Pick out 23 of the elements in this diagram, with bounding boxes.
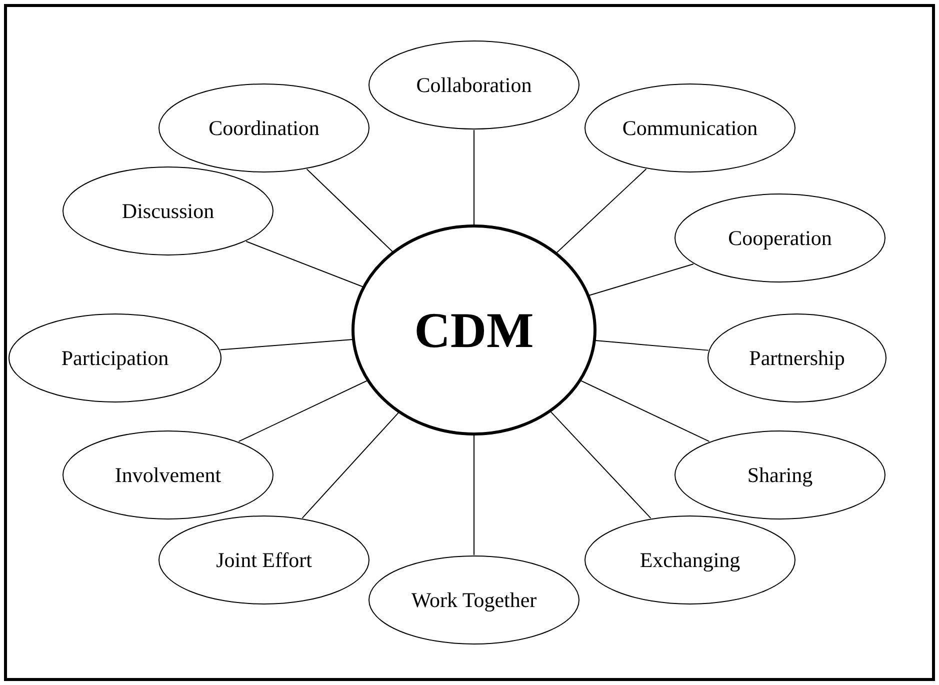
concept-label: Discussion: [122, 198, 214, 224]
connector-line: [306, 168, 394, 252]
central-label: CDM: [414, 301, 534, 359]
concept-label: Joint Effort: [216, 548, 312, 572]
concept-label: Exchanging: [640, 548, 740, 572]
connector-line: [594, 340, 709, 351]
concept-label: Collaboration: [416, 72, 532, 98]
concept-label: Participation: [61, 346, 169, 370]
connector-line: [550, 411, 652, 519]
connector-line: [238, 380, 368, 442]
concept-label: Sharing: [747, 462, 813, 488]
concept-label: Cooperation: [728, 226, 832, 250]
connector-line: [246, 240, 364, 288]
connector-line: [588, 264, 694, 296]
connector-line: [220, 338, 353, 350]
connector-line: [302, 412, 400, 519]
concept-label: Involvement: [114, 462, 222, 488]
concept-label: Partnership: [749, 346, 845, 370]
concept-label: Work Together: [411, 588, 537, 612]
concept-label: Communication: [622, 116, 758, 140]
connector-line: [556, 168, 647, 254]
connector-line: [580, 380, 710, 442]
concept-label: Coordination: [208, 116, 320, 140]
